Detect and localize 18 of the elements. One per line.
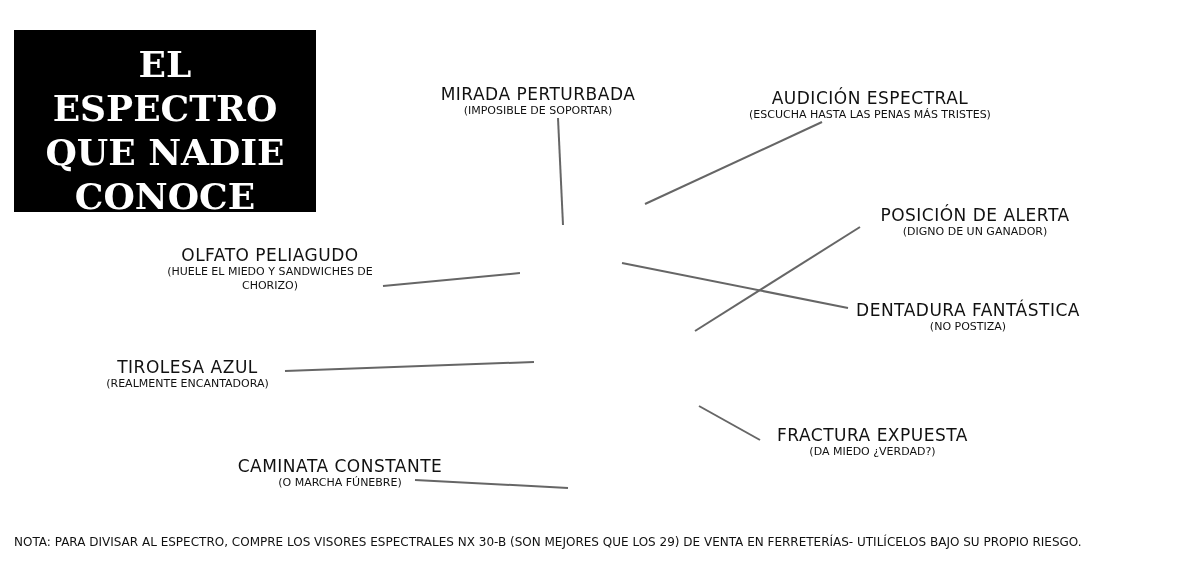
callout-label: MIRADA PERTURBADA (IMPOSIBLE DE SOPORTAR) (418, 84, 658, 118)
callout-label: DENTADURA FANTÁSTICA (NO POSTIZA) (838, 300, 1098, 334)
leader-line (644, 121, 823, 205)
leader-line (414, 479, 569, 489)
callout-label: FRACTURA EXPUESTA (DA MIEDO ¿VERDAD?) (760, 425, 985, 459)
callout-label: OLFATO PELIAGUDO (HUELE EL MIEDO Y SANDWICHES DE CHORIZO) (150, 245, 390, 293)
leader-line (621, 262, 849, 309)
title-banner: EL ESPECTRO QUE NADIE CONOCE (14, 30, 316, 212)
callout-label: POSICIÓN DE ALERTA (DIGNO DE UN GANADOR) (855, 205, 1095, 239)
leader-line (382, 272, 521, 287)
leader-line (694, 226, 861, 332)
leader-line (284, 361, 535, 372)
callout-label: CAMINATA CONSTANTE (O MARCHA FÚNEBRE) (220, 456, 460, 490)
callout-label: AUDICIÓN ESPECTRAL (ESCUCHA HASTA LAS PENAS MÁS TRISTES) (740, 88, 1000, 122)
leader-line (557, 117, 564, 226)
callout-label: TIROLESA AZUL (REALMENTE ENCANTADORA) (80, 357, 295, 391)
footnote: NOTA: PARA DIVISAR AL ESPECTRO, COMPRE LOS VISORES ESPECTRALES NX 30-B (SON MEJORES QUE LOS 29) DE VENTA EN FERRETERÍAS- UTILÍCELOS BAJO SU PROPIO RIESGO. (14, 535, 1083, 549)
leader-line (698, 405, 761, 441)
